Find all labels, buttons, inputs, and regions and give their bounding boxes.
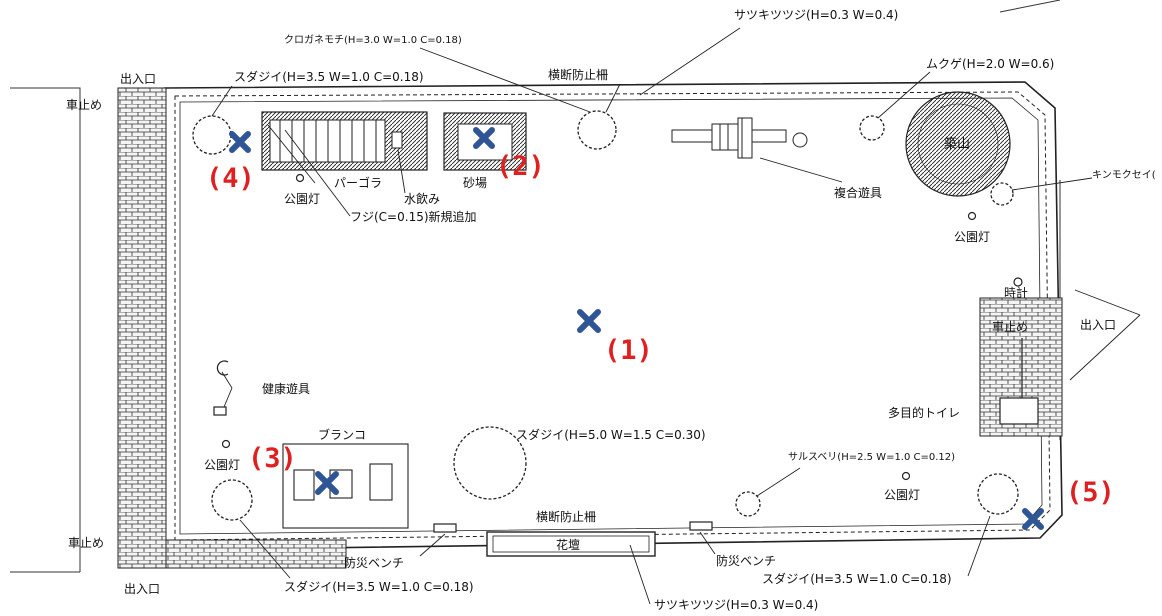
x-mark-icon <box>577 309 601 333</box>
brick-walkways <box>117 87 1063 569</box>
label-satsuki-bottom: サツキツツジ(H=0.3 W=0.4) <box>654 598 819 612</box>
label-sandbox: 砂場 <box>463 176 488 190</box>
tree-kinmokusei <box>990 182 1014 206</box>
clock-icon <box>1013 277 1023 287</box>
tree-kuroganemochi <box>577 110 617 150</box>
disaster-benches <box>433 521 713 533</box>
trees <box>192 110 1019 521</box>
lamp-icon <box>221 439 231 449</box>
tree-sudajii-topleft <box>192 115 232 155</box>
label-bench-right: 防災ベンチ <box>716 554 777 568</box>
label-sudajii-topleft: スダジイ(H=3.5 W=1.0 C=0.18) <box>234 70 424 84</box>
label-sarusuberi: サルスベリ(H=2.5 W=1.0 C=0.12) <box>788 452 956 463</box>
label-lamp: 公園灯 <box>284 192 321 206</box>
label-fence-top: 横断防止柵 <box>548 68 609 82</box>
label-carstop-bottomleft: 車止め <box>68 536 105 550</box>
x-mark-icon <box>473 127 495 149</box>
label-exit-topleft: 出入口 <box>120 72 157 86</box>
label-lamp: 公園灯 <box>884 488 921 502</box>
spot-markers <box>229 127 1044 530</box>
spot-number-5: (5) <box>1066 477 1115 508</box>
pergola <box>261 111 428 171</box>
label-health-equipment: 健康遊具 <box>262 382 311 396</box>
label-sudajii-bottomright: スダジイ(H=3.5 W=1.0 C=0.18) <box>762 572 952 586</box>
swing <box>282 443 409 529</box>
x-mark-icon <box>229 131 251 153</box>
label-carstop-right: 車止め <box>992 320 1029 334</box>
label-lamp: 公園灯 <box>204 458 241 472</box>
label-carstop-topleft: 車止め <box>66 98 103 112</box>
tree-sudajii-center <box>453 426 527 500</box>
toilet <box>999 338 1039 425</box>
leader-lines <box>211 27 1141 605</box>
label-swing: ブランコ <box>318 428 367 442</box>
x-mark-icon <box>1022 508 1044 530</box>
tree-sudajii-bottomleft <box>211 479 253 521</box>
label-fuji: フジ(C=0.15)新規追加 <box>350 210 477 224</box>
label-clock: 時計 <box>1004 286 1029 300</box>
label-flowerbed: 花壇 <box>556 538 581 552</box>
label-kinmokusei: キンモクセイ( <box>1092 170 1156 181</box>
tree-sudajii-bottomright <box>977 473 1019 515</box>
spot-number-4: (4) <box>206 163 255 194</box>
tree-mukuge <box>859 115 885 141</box>
lamps-clock <box>221 173 1023 481</box>
label-playset: 複合遊具 <box>834 186 883 200</box>
spot-number-1: (1) <box>604 335 653 366</box>
combined-playset <box>671 117 808 159</box>
spot-number-2: (2) <box>496 151 545 182</box>
spot-number-3: (3) <box>248 443 297 474</box>
label-toilet: 多目的トイレ <box>888 406 961 420</box>
label-satsuki-top: サツキツツジ(H=0.3 W=0.4) <box>734 8 899 22</box>
tree-sarusuberi <box>735 491 761 517</box>
label-exit-right: 出入口 <box>1080 318 1117 332</box>
label-kuroganemochi: クロガネモチ(H=3.0 W=1.0 C=0.18) <box>284 35 462 46</box>
label-pergola: パーゴラ <box>334 176 383 190</box>
lamp-icon <box>295 173 305 183</box>
label-water-fountain: 水飲み <box>404 192 441 206</box>
mound <box>905 91 1011 197</box>
lamp-icon <box>901 471 911 481</box>
flowerbed <box>486 531 656 557</box>
health-equipment <box>213 360 229 416</box>
label-mukuge: ムクゲ(H=2.0 W=0.6) <box>926 57 1055 71</box>
x-mark-icon <box>315 471 339 495</box>
label-lamp: 公園灯 <box>954 230 991 244</box>
label-mound: 築山 <box>944 137 971 152</box>
lamp-icon <box>967 211 977 221</box>
label-fence-bottom: 横断防止柵 <box>536 510 597 524</box>
label-bench-left: 防災ベンチ <box>344 556 405 570</box>
label-exit-bottomleft: 出入口 <box>124 582 161 596</box>
label-sudajii-center: スダジイ(H=5.0 W=1.5 C=0.30) <box>516 428 706 442</box>
label-sudajii-bottomleft: スダジイ(H=3.5 W=1.0 C=0.18) <box>284 580 474 594</box>
